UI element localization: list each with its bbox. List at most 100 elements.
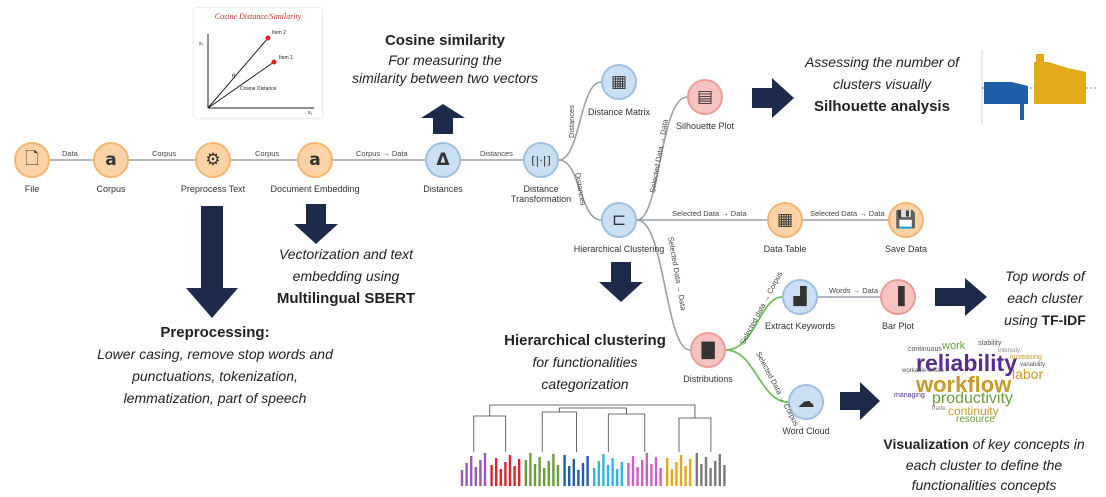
preprocess-node[interactable]: ⚙ bbox=[195, 142, 231, 178]
hier-line1: for functionalities bbox=[532, 354, 638, 370]
wc-productivity: productivity bbox=[932, 390, 1013, 407]
tfidf-bold: TF-IDF bbox=[1041, 312, 1086, 328]
link-transform-hier bbox=[558, 159, 602, 221]
wc-stability: stability bbox=[978, 340, 1002, 347]
table-node[interactable]: ▦ bbox=[767, 202, 803, 238]
preproc-line3: lemmatization, part of speech bbox=[123, 390, 307, 406]
viz-bold: Visualization bbox=[883, 436, 969, 452]
silhouette-node[interactable]: ▤ bbox=[687, 79, 723, 115]
keywords-node[interactable]: ▟ bbox=[782, 279, 818, 315]
preprocess-label: Preprocess Text bbox=[180, 184, 246, 194]
wc-trade: trade bbox=[932, 406, 946, 412]
link-distributions-wordcloud bbox=[725, 349, 789, 403]
wc-work: work bbox=[942, 340, 966, 352]
link-distributions-keywords bbox=[725, 296, 783, 351]
link-transform-matrix bbox=[558, 81, 602, 161]
link-hier-distributions bbox=[636, 219, 691, 351]
wc-intensity: intensity bbox=[998, 348, 1021, 354]
distributions-node[interactable]: ▇ bbox=[690, 332, 726, 368]
tfidf-line2: each cluster bbox=[1007, 290, 1083, 306]
preproc-line1: Lower casing, remove stop words and bbox=[97, 346, 333, 362]
cosine-thumb-item2: Item 2 bbox=[272, 30, 286, 36]
wc-continuity: continuity bbox=[948, 404, 999, 418]
save-node[interactable]: 💾 bbox=[888, 202, 924, 238]
down-arrow-preprocessing bbox=[186, 206, 238, 318]
delta-icon: Δ bbox=[436, 150, 450, 170]
down-arrow-hierarchical bbox=[599, 262, 643, 302]
wc-managing: managing bbox=[894, 392, 925, 399]
hier-title: Hierarchical clustering bbox=[504, 332, 666, 349]
viz-line1: Visualization of key concepts in bbox=[862, 436, 1106, 452]
dendrogram-branch bbox=[558, 407, 627, 414]
preproc-line2: punctuations, tokenization, bbox=[132, 368, 298, 384]
dendrogram-chart bbox=[460, 404, 726, 486]
wordcloud-node[interactable]: ☁ bbox=[788, 384, 824, 420]
wc-resource: resource bbox=[956, 414, 995, 425]
dendrogram-thumbnail bbox=[456, 402, 768, 492]
save-label: Save Data bbox=[884, 244, 928, 254]
dendrogram-root bbox=[489, 404, 696, 418]
viz-line1-rest: of key concepts in bbox=[968, 436, 1085, 452]
corpus-label: Corpus bbox=[96, 184, 126, 194]
viz-line3: functionalities concepts bbox=[911, 477, 1057, 493]
transform-label: Distance Transformation bbox=[510, 184, 572, 204]
barplot-label: Bar Plot bbox=[881, 321, 915, 331]
barplot-node[interactable]: ▐ bbox=[880, 279, 916, 315]
edge-label-keywords-barplot: Words → Data bbox=[829, 286, 879, 295]
vector-line1: Vectorization and text bbox=[278, 246, 414, 262]
cloud-icon: ☁ bbox=[797, 392, 815, 412]
wc-reliability: reliability bbox=[916, 350, 1017, 376]
tfidf-prefix: using bbox=[1004, 312, 1042, 328]
file-node[interactable]: 🗋 bbox=[14, 142, 50, 178]
edge-label-file-corpus: Data bbox=[62, 149, 78, 158]
table-label: Data Table bbox=[763, 244, 807, 254]
cosine-line2: similarity between two vectors bbox=[352, 70, 538, 86]
cosine-thumb-axis-y: x₂ bbox=[199, 41, 204, 47]
matrix-node[interactable]: ▦ bbox=[601, 64, 637, 100]
grid-icon: ▦ bbox=[610, 72, 628, 92]
embedding-node[interactable]: a bbox=[297, 142, 333, 178]
wordcloud-label: Word Cloud bbox=[782, 426, 830, 436]
transform-node[interactable]: [|·|] bbox=[523, 142, 559, 178]
cosine-thumb-label: Cosine Distance bbox=[240, 86, 277, 92]
wordcloud-thumbnail: continuous work stability intensity incr… bbox=[892, 336, 1072, 428]
vector-line2: embedding using bbox=[292, 268, 400, 284]
distributions-label: Distributions bbox=[683, 374, 733, 384]
distances-node[interactable]: Δ bbox=[425, 142, 461, 178]
right-arrow-silhouette bbox=[752, 78, 794, 118]
hier-node[interactable]: ⊏ bbox=[601, 202, 637, 238]
silhouette-chart-thumbnail bbox=[976, 44, 1100, 128]
distances-label: Distances bbox=[423, 184, 463, 194]
cosine-thumbnail: Cosine Distance/Similarity Item 2 Item 1… bbox=[194, 8, 322, 118]
wc-continuous: continuous bbox=[908, 346, 942, 353]
save-icon: 💾 bbox=[895, 210, 917, 230]
cosine-thumb-title: Cosine Distance/Similarity bbox=[214, 12, 302, 21]
wc-variability: variability bbox=[1020, 362, 1046, 368]
silhouette-label: Silhouette Plot bbox=[675, 121, 735, 131]
corpus-node[interactable]: a bbox=[93, 142, 129, 178]
dendrogram-branch bbox=[678, 417, 712, 434]
edge-label-preprocess-embedding: Corpus bbox=[255, 149, 280, 158]
edge-label-hier-table: Selected Data → Data bbox=[672, 209, 747, 218]
dendrogram-branch bbox=[541, 411, 577, 428]
keywords-icon: ▟ bbox=[793, 287, 807, 307]
dendrogram-branch bbox=[473, 415, 507, 432]
preproc-title: Preprocessing: bbox=[160, 324, 270, 341]
hier-label: Hierarchical Clustering bbox=[573, 244, 665, 254]
cosine-title: Cosine similarity bbox=[384, 32, 506, 49]
wc-increasing: increasing bbox=[1010, 354, 1042, 361]
keywords-label: Extract Keywords bbox=[764, 321, 836, 331]
gear-icon: ⚙ bbox=[205, 150, 221, 170]
wc-workable: workable-onsite bbox=[902, 368, 945, 374]
viz-line2: each cluster to define the bbox=[905, 457, 1063, 473]
silhouette-icon: ▤ bbox=[696, 87, 714, 107]
corpus-icon: a bbox=[105, 150, 117, 170]
wc-workflow: workflow bbox=[916, 372, 1012, 397]
vector-line3: Multilingual SBERT bbox=[276, 290, 416, 307]
silhouette-line1: Assessing the number of bbox=[804, 54, 960, 70]
edge-label-table-save: Selected Data → Data bbox=[810, 209, 885, 218]
cosine-line1: For measuring the bbox=[388, 52, 502, 68]
file-icon: 🗋 bbox=[25, 148, 39, 169]
edge-label-distances-transform: Distances bbox=[480, 149, 513, 158]
